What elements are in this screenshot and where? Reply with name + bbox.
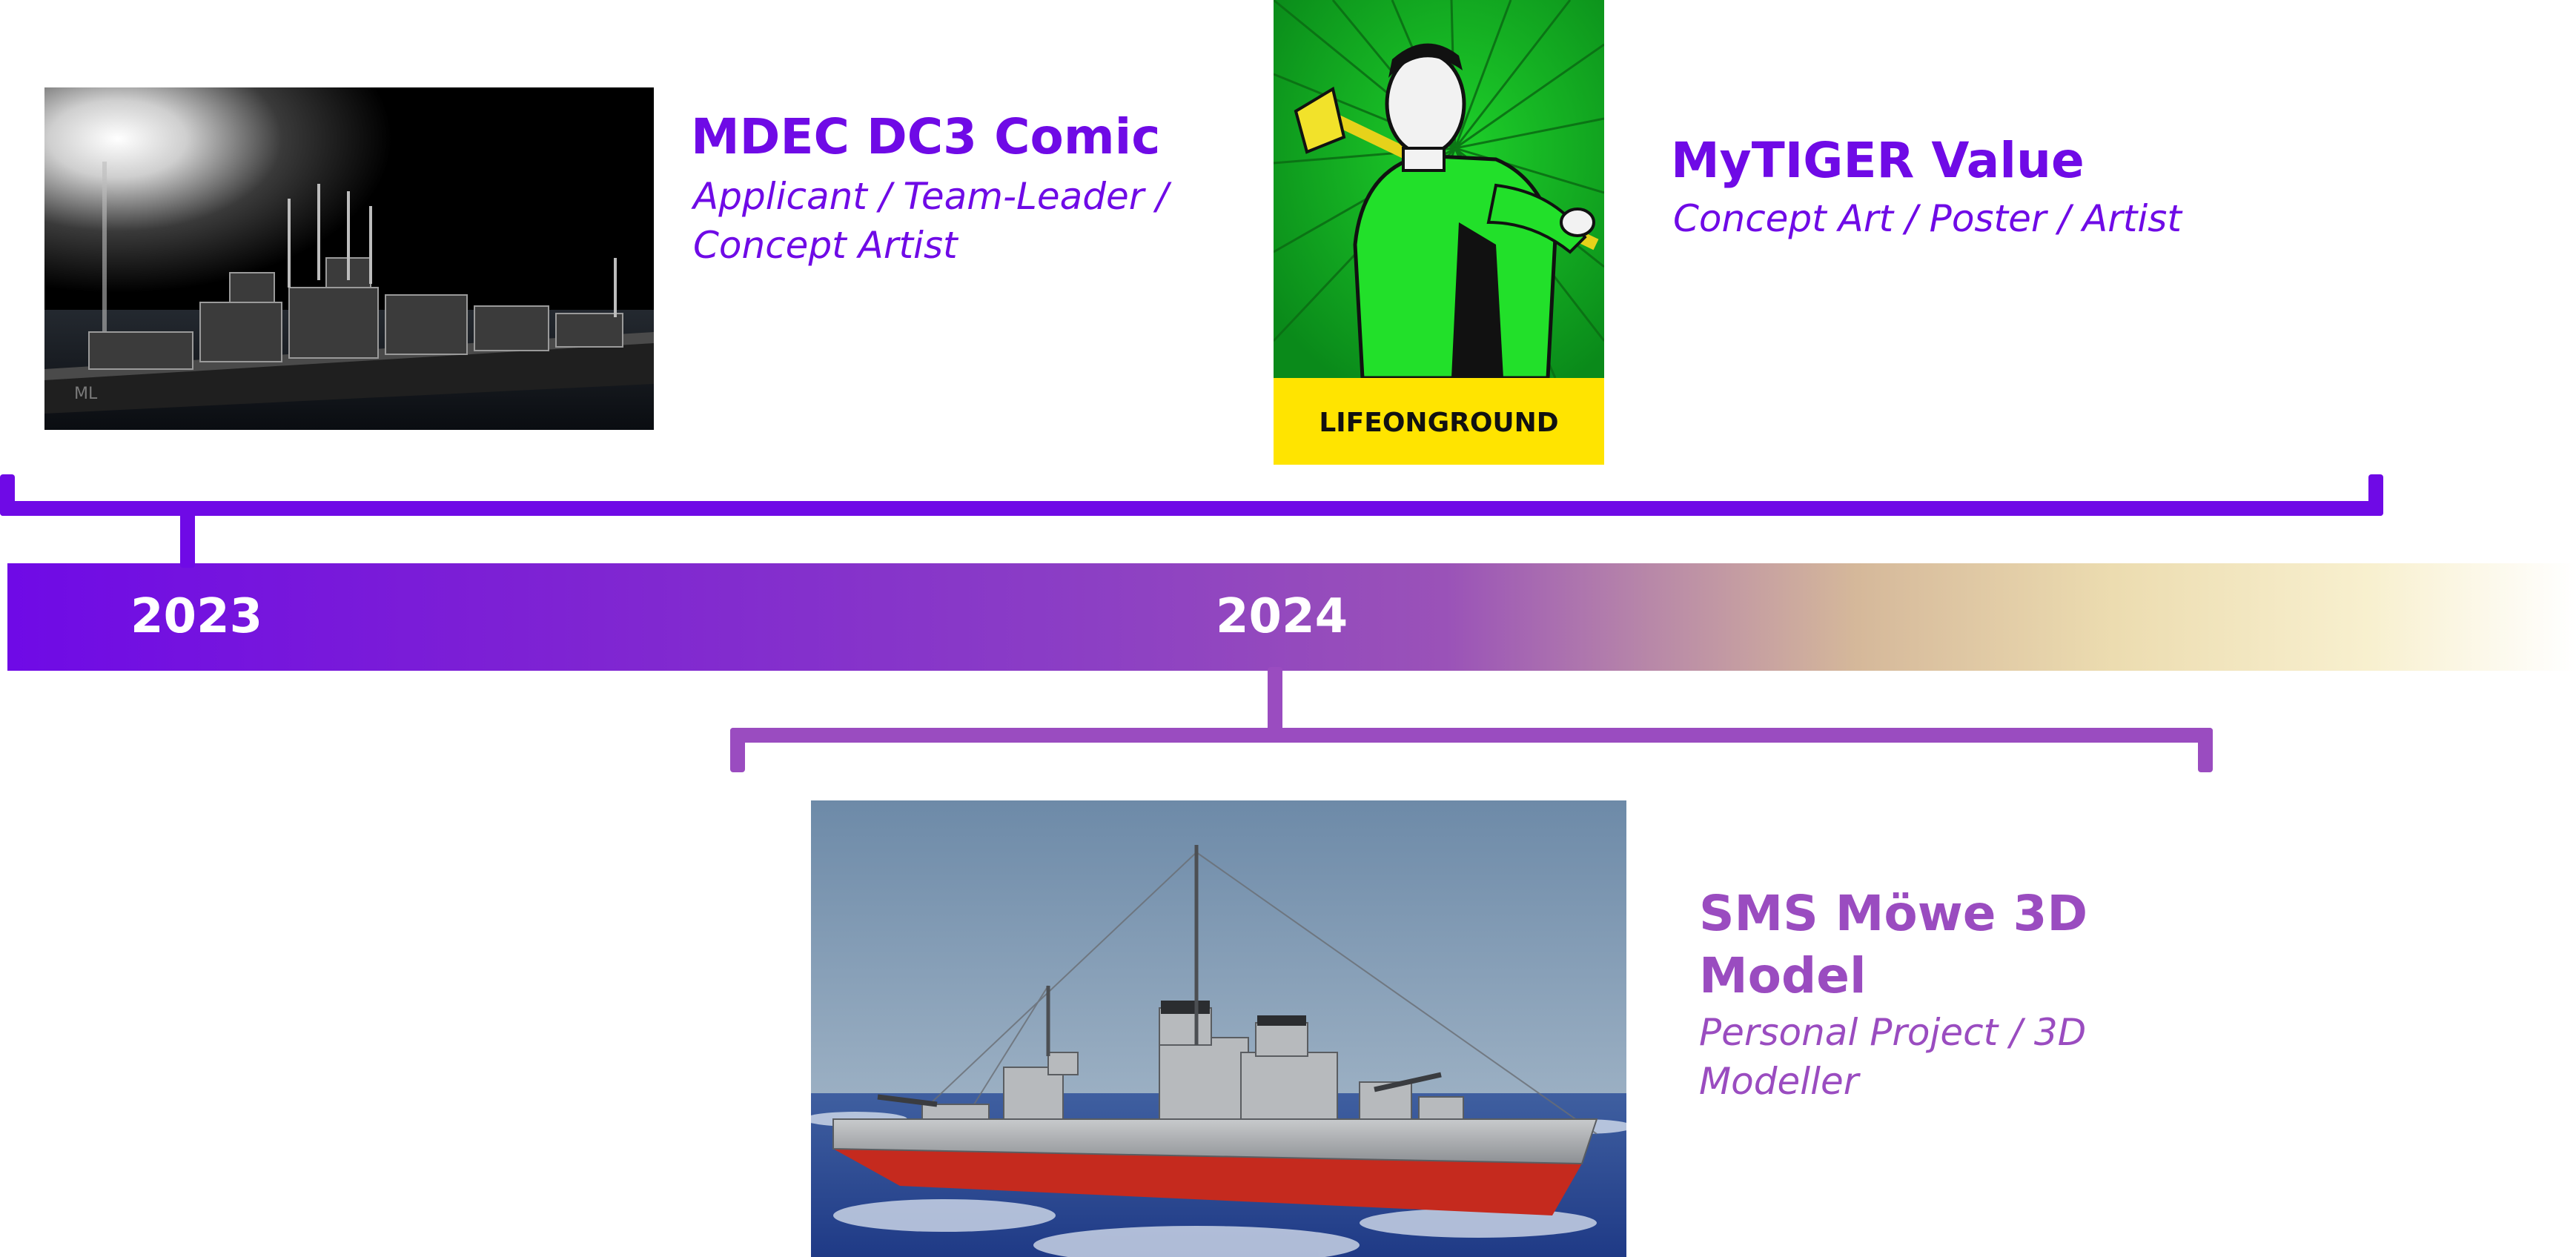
- bracket-2024-horizontal: [730, 728, 2213, 743]
- project-subtitle-mdec-line2: Concept Artist: [693, 224, 958, 267]
- worker-shovel-poster-image[interactable]: LIFEONGROUND: [1274, 0, 1604, 465]
- project-title-mdec: MDEC DC3 Comic: [691, 108, 1161, 165]
- bracket-2024-left-end: [730, 728, 745, 772]
- year-label-2023: 2023: [130, 589, 263, 644]
- warship-night-render-image[interactable]: ML: [44, 87, 654, 430]
- bracket-2024-right-end: [2198, 728, 2213, 772]
- svg-text:ML: ML: [74, 385, 98, 403]
- bracket-2023-left-end: [0, 474, 15, 516]
- poster-lifeonground-text: LIFEONGROUND: [1319, 408, 1558, 438]
- bracket-2023-horizontal: [0, 501, 2383, 516]
- bracket-2024-stem: [1268, 667, 1282, 740]
- project-title-sms-mowe-line1: SMS Möwe 3D: [1699, 885, 2088, 942]
- project-title-mytiger: MyTIGER Value: [1671, 132, 2085, 189]
- destroyer-3d-render-image[interactable]: [811, 800, 1626, 1257]
- year-label-2024: 2024: [1216, 589, 1348, 644]
- project-title-sms-mowe-line2: Model: [1699, 947, 1867, 1004]
- timeline-bar: [7, 563, 2576, 671]
- bracket-2023-stem: [180, 501, 195, 568]
- project-subtitle-mytiger: Concept Art / Poster / Artist: [1673, 197, 2182, 240]
- bracket-2023-right-end: [2368, 474, 2383, 516]
- project-subtitle-sms-mowe-line1: Personal Project / 3D: [1699, 1011, 2087, 1054]
- project-subtitle-mdec-line1: Applicant / Team-Leader /: [693, 175, 1169, 218]
- project-subtitle-sms-mowe-line2: Modeller: [1699, 1060, 1859, 1103]
